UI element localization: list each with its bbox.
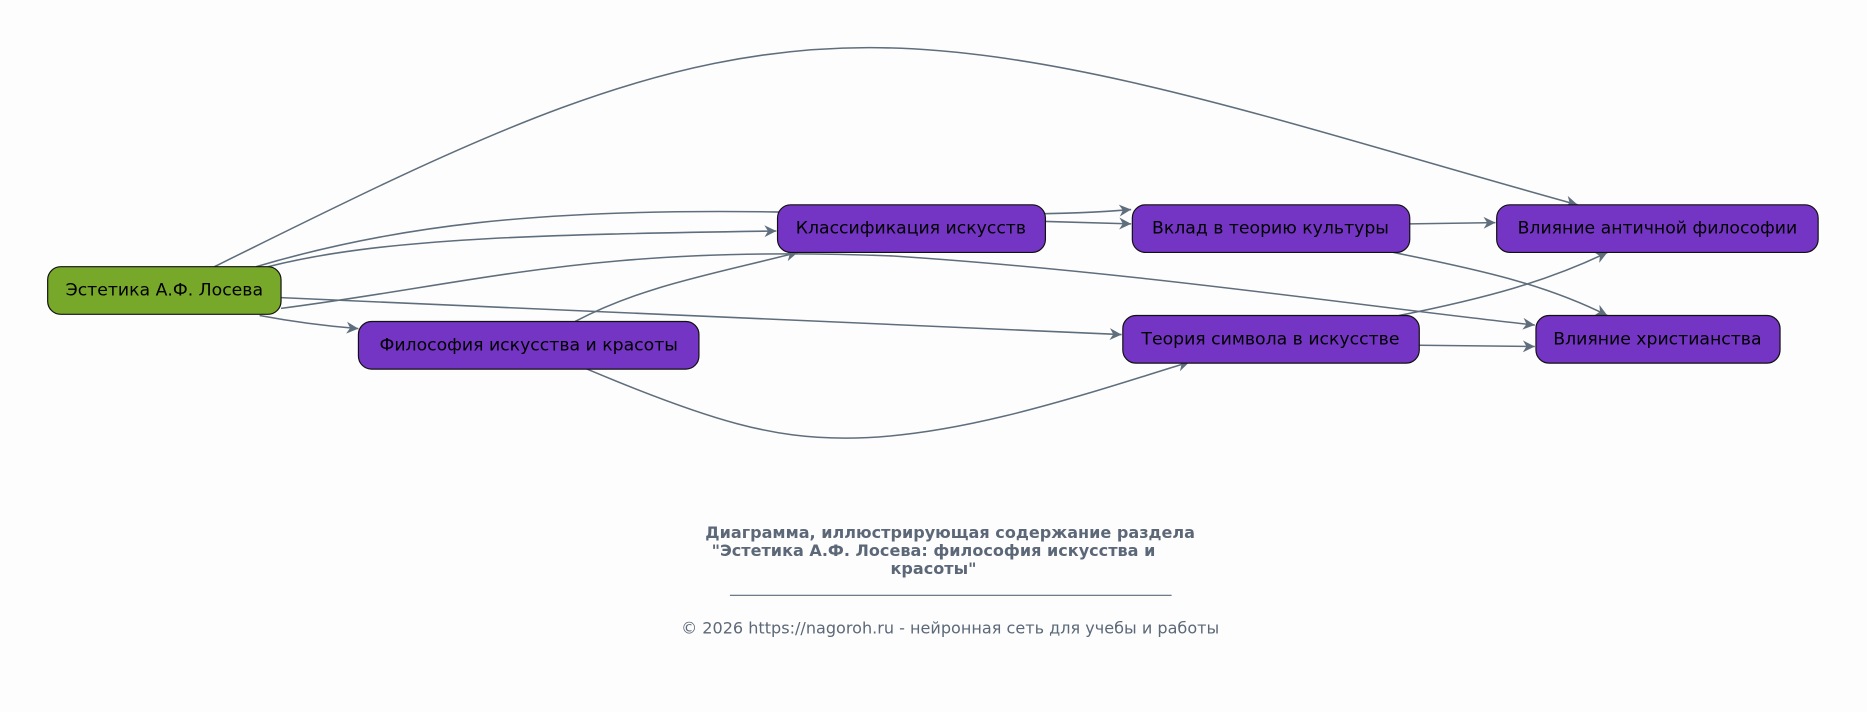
edge-root-antique [214, 46, 1578, 268]
edge-philosophy-symbol [586, 359, 1190, 439]
edge-root-symbol [280, 296, 1122, 340]
node-root[interactable]: Эстетика А.Ф. Лосева [47, 266, 282, 315]
edge-root-christianity [280, 253, 1535, 330]
caption-line-1: Диаграмма, иллюстрирующая содержание раз… [705, 523, 1195, 542]
edge-root-philosophy [259, 314, 359, 334]
node-classification[interactable]: Классификация искусств [776, 204, 1047, 254]
caption-line-3: красоты" [891, 559, 977, 578]
edge-symbol-antique [1398, 251, 1608, 317]
node-christianity[interactable]: Влияние христианства [1535, 314, 1781, 364]
edge-root-classification [267, 225, 777, 268]
node-contribution[interactable]: Вклад в теорию культуры [1131, 204, 1411, 254]
node-antique[interactable]: Влияние античной философии [1496, 204, 1819, 254]
node-label: Эстетика А.Ф. Лосева [66, 281, 263, 301]
edge-contribution-christianity [1392, 251, 1608, 317]
edge-philosophy-classification [574, 249, 798, 323]
node-label: Влияние античной философии [1518, 219, 1798, 239]
node-label: Теория символа в искусстве [1140, 329, 1399, 349]
edge-classification-contribution [1045, 217, 1132, 230]
node-label: Философия искусства и красоты [379, 335, 677, 355]
node-label: Вклад в теорию культуры [1152, 219, 1389, 239]
caption-line-2: "Эстетика А.Ф. Лосева: философия искусст… [712, 541, 1156, 560]
edge-symbol-christianity [1419, 340, 1535, 353]
footer-copyright: © 2026 https://nagoroh.ru - нейронная се… [681, 618, 1219, 637]
node-label: Классификация искусств [796, 219, 1026, 239]
node-symbol[interactable]: Теория символа в искусстве [1122, 314, 1420, 364]
edge-contribution-antique [1409, 216, 1496, 229]
node-philosophy[interactable]: Философия искусства и красоты [357, 320, 700, 370]
edges [214, 46, 1608, 439]
node-label: Влияние христианства [1553, 329, 1761, 349]
